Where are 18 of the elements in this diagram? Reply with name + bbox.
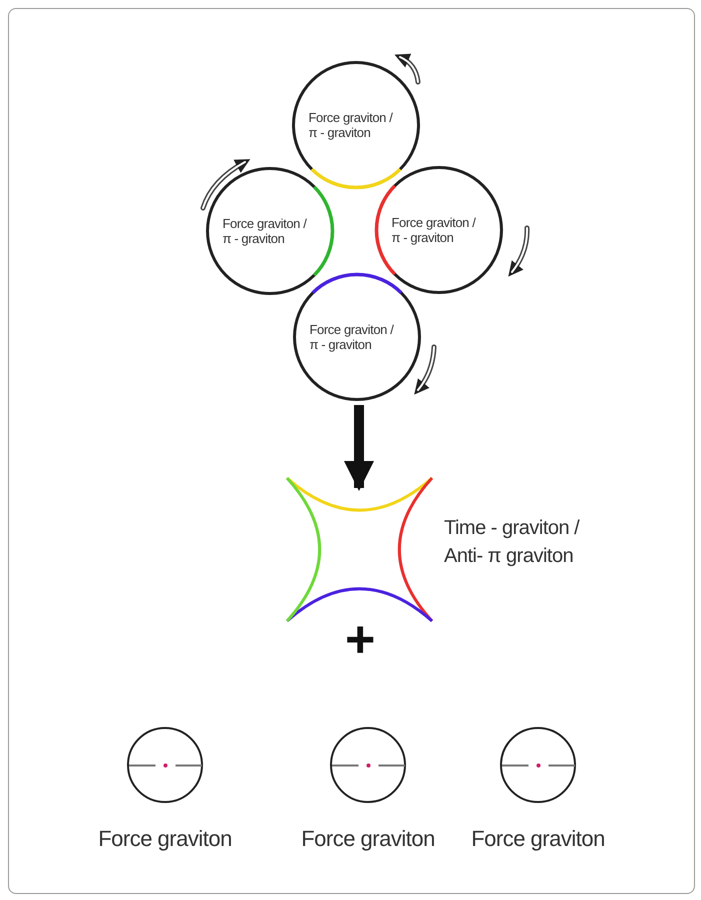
circle	[292, 61, 420, 189]
circle	[127, 727, 203, 803]
shape-label: Time - graviton / Anti- π graviton	[444, 516, 581, 569]
circle-label: Force graviton / π - graviton	[308, 110, 394, 140]
circle	[206, 167, 334, 295]
circle-label: Force graviton / π - graviton	[392, 215, 477, 245]
arrow	[344, 405, 374, 491]
circle-caption: Force graviton	[97, 825, 233, 853]
circle-label: Force graviton / π - graviton	[222, 216, 308, 246]
plus-sign: +	[345, 614, 376, 666]
circle	[500, 727, 576, 803]
astroid-shape	[287, 478, 432, 621]
circle	[330, 727, 406, 803]
circle-caption: Force graviton	[300, 825, 436, 853]
circle-caption: Force graviton	[470, 825, 606, 853]
circle	[293, 273, 421, 401]
circle	[375, 166, 503, 294]
circle-label: Force graviton / π - graviton	[310, 322, 395, 352]
